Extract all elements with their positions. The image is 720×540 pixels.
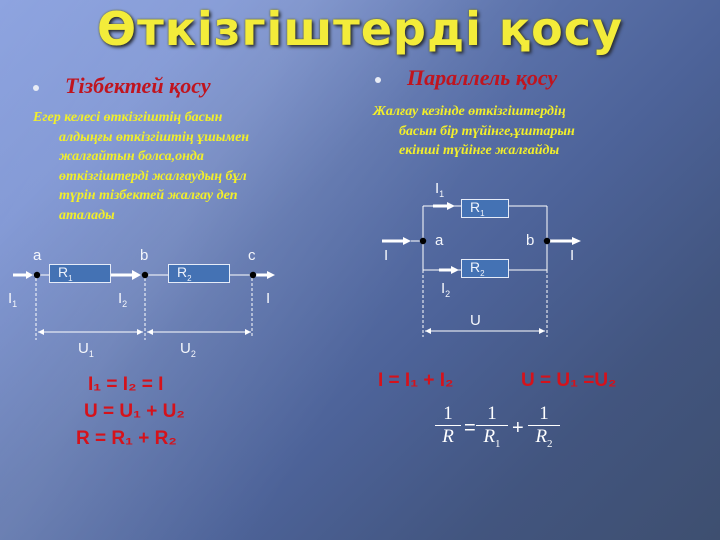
voltage-u2-label: U2 [180,340,196,359]
description-line: Жалғау кезінде өткізгіштердің [373,104,566,119]
equals-sign: = [464,417,476,439]
voltage-symbol: U [78,340,89,357]
fraction-numerator: 1 [476,403,508,426]
current-i2-label: I2 [118,290,127,309]
voltage-u1-label: U1 [78,340,94,359]
resistor-subscript: 1 [68,273,73,283]
description-line: өткізгіштерді жалғаудың бұл [59,168,247,184]
current-i1-label: I1 [8,290,17,309]
parallel-heading: Параллель қосу [407,65,558,90]
current-i2-label: I2 [441,280,450,299]
denominator-symbol: R [442,426,454,447]
denominator-symbol: R [483,426,496,447]
resistor-subscript: 1 [480,208,485,218]
current-subscript: 2 [445,289,451,299]
resistor-label: R [470,199,481,215]
current-symbol: I [384,247,389,264]
current-i-label: I [266,290,270,307]
denominator-subscript: 1 [495,437,501,450]
node-c-dot [249,271,257,279]
series-voltage-formula: U = U₁ + U₂ [84,401,185,422]
description-line: екінші түйінге жалғайды [399,143,560,158]
resistor-subscript: 2 [480,268,485,278]
fraction-denominator: R2 [528,426,560,450]
fraction-denominator: R [435,426,461,448]
node-a-label: a [435,232,444,249]
current-symbol: I [441,280,446,297]
fraction-term1: 1 R1 [476,403,508,450]
voltage-subscript: 1 [88,349,94,359]
series-resistor-r1: R1 [49,264,111,283]
bullet-icon [33,85,39,91]
voltage-symbol: U [180,340,191,357]
current-symbol: I [266,290,271,307]
resistor-label: R [470,259,481,275]
parallel-resistor-r1: R1 [461,199,509,218]
voltage-subscript: 2 [190,349,196,359]
fraction-numerator: 1 [435,403,461,426]
node-c-label: c [248,247,256,264]
description-line: аталады [59,207,115,223]
current-symbol: I [570,247,575,264]
resistor-label: R [58,264,69,280]
resistor-label: R [177,264,188,280]
series-resistor-r2: R2 [168,264,230,283]
bullet-icon [375,77,381,83]
node-a-label: a [33,247,42,264]
description-line: жалғайтын болса,онда [59,149,204,164]
current-subscript: 1 [12,299,18,309]
series-heading: Тізбектей қосу [65,73,211,98]
fraction-denominator: R1 [476,426,508,450]
fraction-numerator: 1 [528,403,560,426]
parallel-current-formula: I = I₁ + I₂ [378,370,454,391]
node-b-label: b [140,247,149,264]
current-symbol: I [118,290,123,307]
node-b-dot [543,237,551,245]
node-b-dot [141,271,149,279]
voltage-u-label: U [470,312,481,329]
current-subscript: 2 [122,299,128,309]
parallel-resistor-r2: R2 [461,259,509,278]
description-line: Егер келесі өткізгіштің басын [33,110,223,125]
description-line: алдыңғы өткізгіштің ұшымен [59,129,250,145]
series-description: Егер келесі өткізгіштің басын алдыңғы өт… [33,108,333,225]
fraction-lhs: 1 R [435,403,461,448]
current-in-label: I [384,247,388,264]
plus-sign: + [512,417,524,439]
current-i1-label: I1 [435,180,444,199]
node-b-label: b [526,232,535,249]
series-current-formula: I₁ = I₂ = I [88,374,164,395]
denominator-subscript: 2 [547,437,553,450]
current-symbol: I [8,290,13,307]
node-a-dot [419,237,427,245]
series-circuit-diagram [13,270,275,340]
current-subscript: 1 [439,189,445,199]
description-line: басын бір түйінге,ұштарын [399,123,575,139]
parallel-voltage-formula: U = U₁ =U₂ [521,370,617,391]
series-resistance-formula: R = R₁ + R₂ [76,428,177,449]
parallel-description: Жалғау кезінде өткізгіштердің басын бір … [373,102,693,161]
parallel-circuit-diagram [382,202,581,337]
node-a-dot [33,271,41,279]
description-line: түрін тізбектей жалғау деп [59,188,238,203]
fraction-term2: 1 R2 [528,403,560,450]
denominator-symbol: R [535,426,548,447]
current-symbol: I [435,180,440,197]
slide-title: Өткізгіштерді қосу [97,2,623,56]
current-out-label: I [570,247,574,264]
resistor-subscript: 2 [187,273,192,283]
